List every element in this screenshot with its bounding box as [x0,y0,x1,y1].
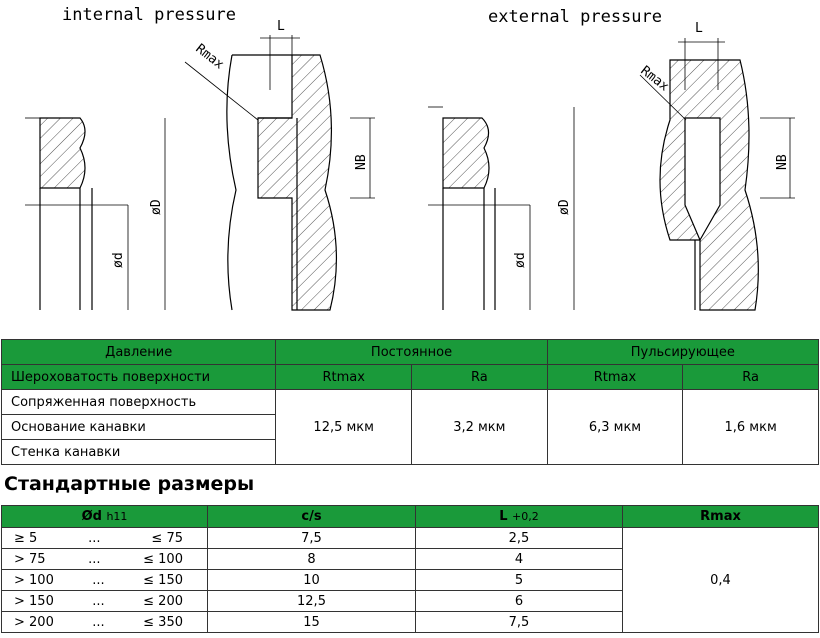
range-cell: > 150...≤ 200 [1,590,208,612]
label-L-right: L [695,21,703,36]
range-cell: ≥ 5...≤ 75 [1,527,208,549]
label-Rmax-left: Rmax [193,41,227,72]
surface-roughness-table: Давление Постоянное Пульсирующее Шерохов… [0,339,820,465]
value-p-ra: 1,6 мкм [682,389,819,465]
range-cell: > 200...≤ 350 [1,611,208,633]
L-cell: 5 [415,569,623,591]
pressure-header: Давление [0,339,277,365]
row-mating-surface: Сопряженная поверхность [0,389,277,415]
label-NB-right: NB [775,154,790,170]
constant-rtmax-header: Rtmax [275,364,413,390]
L-cell: 2,5 [415,527,623,549]
label-d-left: ød [111,252,126,268]
col-cs-header: c/s [207,505,416,528]
table-row: > 150...≤ 200 12,5 6 [1,590,819,612]
label-Rmax-right: Rmax [638,63,672,94]
col-d-header: Ød h11 [1,505,208,528]
cs-cell: 10 [207,569,416,591]
cs-cell: 12,5 [207,590,416,612]
left-seal [39,117,93,310]
standard-sizes-table: Ød h11 c/s L +0,2 Rmax ≥ 5...≤ 75 7,5 2,… [1,505,819,633]
pulsating-rtmax-header: Rtmax [546,364,684,390]
constant-ra-header: Ra [411,364,548,390]
label-d-right: ød [513,252,528,268]
label-L-left: L [277,19,285,34]
left-title: internal pressure [62,5,236,25]
range-cell: > 100...≤ 150 [1,569,208,591]
value-c-ra: 3,2 мкм [411,389,548,465]
row-groove-base: Основание канавки [0,414,277,440]
label-NB-left: NB [354,154,369,170]
L-cell: 7,5 [415,611,623,633]
standard-sizes-title: Стандартные размеры [4,473,255,495]
cs-cell: 15 [207,611,416,633]
right-title: external pressure [488,7,662,27]
L-cell: 6 [415,590,623,612]
rmax-cell: 0,4 [622,527,819,633]
col-rmax-header: Rmax [622,505,819,528]
cs-cell: 7,5 [207,527,416,549]
row-groove-wall: Стенка канавки [0,439,277,465]
pulsating-header: Пульсирующее [546,339,820,365]
table-row: > 200...≤ 350 15 7,5 [1,611,819,633]
value-p-rtmax: 6,3 мкм [546,389,684,465]
constant-header: Постоянное [275,339,548,365]
col-L-header: L +0,2 [415,505,623,528]
right-housing [639,38,795,311]
pulsating-ra-header: Ra [682,364,819,390]
cs-cell: 8 [207,548,416,570]
right-seal [442,117,496,310]
label-D-right: øD [557,199,572,215]
left-housing [184,35,375,311]
label-D-left: øD [149,199,164,215]
L-cell: 4 [415,548,623,570]
roughness-header: Шероховатость поверхности [0,364,277,390]
technical-drawing: internal pressure external pressure ød ø… [25,5,795,311]
range-cell: > 75...≤ 100 [1,548,208,570]
value-c-rtmax: 12,5 мкм [275,389,413,465]
table-row: ≥ 5...≤ 75 7,5 2,5 0,4 [1,527,819,633]
